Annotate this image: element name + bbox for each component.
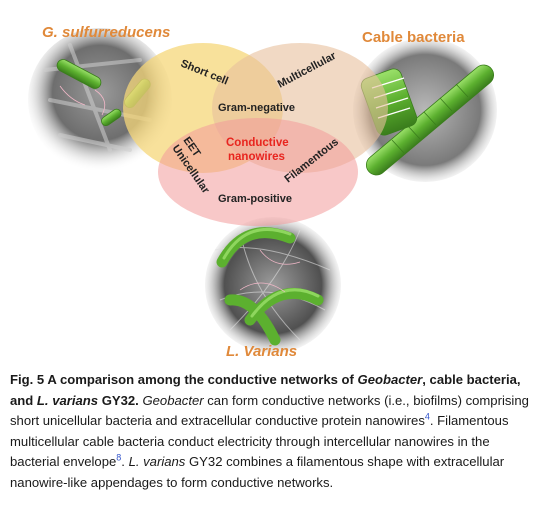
caption-title: Fig. 5 A comparison among the conductive… [10, 372, 521, 408]
caption-title-geobacter: Geobacter [357, 372, 423, 387]
caption-geobacter: Geobacter [142, 392, 204, 408]
caption-text: . [121, 454, 129, 470]
label-gram-negative: Gram-negative [218, 102, 295, 114]
lvarians-micrograph [205, 217, 341, 353]
venn-diagram [123, 43, 388, 226]
caption-text: GY32 combines a filamentous shape with e… [10, 454, 505, 490]
label-lvarians: L. Varians [226, 343, 297, 360]
caption-title-part: GY32. [98, 392, 139, 408]
venn-circle-filamentous [158, 118, 358, 226]
caption-title-part: Fig. 5 A comparison among the conductive… [10, 372, 358, 387]
caption-lvarians: L. varians [128, 454, 186, 470]
label-nanowires: nanowires [228, 151, 285, 163]
label-cable-bacteria: Cable bacteria [362, 29, 465, 46]
reference-link[interactable]: 8 [116, 453, 122, 464]
caption-text: can form conductive networks (i.e., biof… [10, 392, 529, 429]
label-geobacter: G. sulfurreducens [42, 24, 170, 41]
reference-link[interactable]: 4 [424, 411, 430, 422]
caption-title-part: , cable bacteria, and [10, 372, 521, 408]
venn-figure: G. sulfurreducens Cable bacteria L. Vari… [28, 24, 497, 360]
label-conductive: Conductive [226, 137, 289, 149]
caption-title-lvarians: L. varians [36, 392, 99, 408]
label-gram-positive: Gram-positive [218, 193, 292, 205]
caption-text: . Filamentous multicellular cable bacter… [10, 413, 509, 470]
figure-caption: Fig. 5 A comparison among the conductive… [10, 370, 542, 494]
